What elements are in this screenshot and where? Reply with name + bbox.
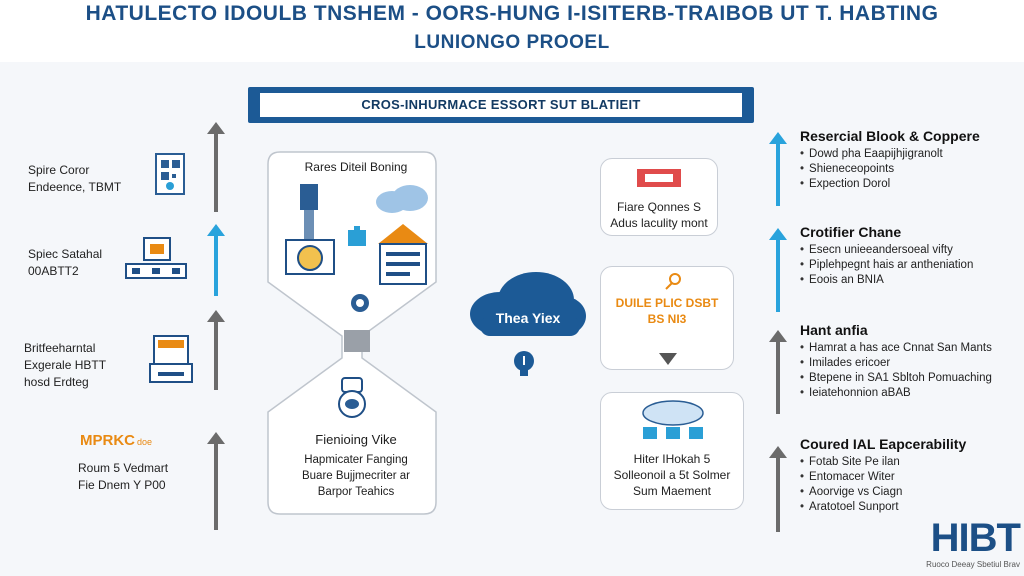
mid-card-2-line-2: BS NI3 [647, 312, 687, 326]
left-item-3: Britfeeharntal Exgerale HBTT hosd Erdteg [24, 340, 148, 391]
right-section-1-item: Shieneceopoints [800, 162, 1020, 177]
right-section-2-item: Eoois an BNIA [800, 273, 1020, 288]
left-item-3-line-1: Britfeeharntal [24, 341, 96, 355]
right-section-1-title: Resercial Blook & Coppere [800, 128, 980, 144]
right-section-2-title: Crotifier Chane [800, 224, 902, 240]
building-icon [124, 236, 188, 282]
hourglass-bottom-line-3: Barpor Teahics [317, 486, 395, 498]
mid-card-1: Fiare Qonnes S Adus laculity mont [600, 158, 718, 236]
right-section-2-item: Piplehpegnt hais ar antheniation [800, 258, 1020, 273]
mid-card-3-line-1: Hiter IHokah 5 [633, 452, 711, 466]
right-section-3-item: Ieiatehonnion aBAB [800, 386, 1020, 401]
mid-card-1-line-2: Adus laculity mont [610, 216, 708, 230]
right-section-2-item: Esecn unieeandersoeal vifty [800, 243, 1020, 258]
hourglass-bottom-line-2: Buare Bujjmecriter ar [301, 470, 410, 482]
hourglass-bottom-title: Fienioing Vike [315, 432, 397, 447]
page-subtitle: LUNIONGO PROOEL [414, 32, 610, 53]
right-section-4-title: Coured IAL Eapcerability [800, 436, 967, 452]
up-arrow-icon [206, 310, 226, 390]
right-section-1-item: Dowd pha Eaapijhjigranolt [800, 147, 1020, 162]
page-header: HATULECTO IDOULB TNSHEM - OORS-HUNG I-IS… [0, 0, 1024, 62]
up-arrow-icon [768, 446, 788, 532]
hourglass-bottom-text: Hapmicater Fanging Buare Bujjmecriter ar… [282, 452, 430, 500]
section-banner: CROS-INHURMACE ESSORT SUT BLATIEIT [248, 87, 754, 123]
right-section-3-item: Hamrat a has ace Cnnat San Mants [800, 341, 1020, 356]
right-section-3-item: Imilades ericoer [800, 356, 1020, 371]
left-item-2-line-2: 00ABTT2 [28, 264, 79, 278]
brand-logo: HIBT [930, 516, 1021, 560]
mid-card-3-line-3: Sum Maement [632, 484, 712, 498]
signboard-icon [635, 167, 683, 189]
mid-card-1-line-1: Fiare Qonnes S [616, 200, 702, 214]
right-section-2: Crotifier Chane Esecn unieeandersoeal vi… [800, 224, 1020, 288]
cloud-icon [372, 184, 434, 214]
page-title: HATULECTO IDOULB TNSHEM - OORS-HUNG I-IS… [85, 2, 939, 25]
right-section-4: Coured IAL Eapcerability Fotab Site Pe i… [800, 436, 1020, 515]
left-item-2-line-1: Spiec Satahal [28, 247, 103, 261]
mprk-logo-text: MPRKC [80, 432, 135, 449]
left-item-4-line-1: Roum 5 Vedmart [78, 461, 169, 475]
up-arrow-icon [768, 132, 788, 206]
up-arrow-icon [768, 228, 788, 312]
mid-card-3: Hiter IHokah 5 Solleonoil a 5t Solmer Su… [600, 392, 744, 510]
up-arrow-icon [768, 330, 788, 414]
right-section-4-item: Fotab Site Pe ilan [800, 455, 1020, 470]
gear-icon [346, 290, 374, 316]
robot-arm-icon [282, 178, 338, 278]
printer-icon [148, 332, 194, 390]
right-section-4-item: Entomacer Witer [800, 470, 1020, 485]
right-section-4-item: Aoorvige vs Ciagn [800, 485, 1020, 500]
mid-card-2: DUILE PLIC DSBT BS NI3 [600, 266, 734, 370]
cloud-label: Thea Yiex [495, 310, 561, 326]
right-section-3-item: Btepene in SA1 Sbltoh Pomuaching [800, 371, 1020, 386]
right-section-1-item: Expection Dorol [800, 177, 1020, 192]
right-section-4-item: Aratotoel Sunport [800, 500, 1020, 515]
hourglass-top-label: Rares Diteil Boning [304, 160, 408, 174]
left-item-2: Spiec Satahal 00ABTT2 [28, 246, 148, 280]
mid-card-3-line-2: Solleonoil a 5t Solmer [613, 468, 731, 482]
mprk-logo-suffix: doe [137, 437, 153, 447]
cloud-network-icon [637, 399, 709, 445]
left-item-1-line-1: Spire Coror [28, 163, 90, 177]
center-cloud-shape [470, 272, 586, 336]
house-document-icon [374, 220, 432, 286]
right-section-3-title: Hant anfia [800, 322, 868, 338]
lightbulb-icon [512, 350, 536, 378]
right-section-3: Hant anfia Hamrat a has ace Cnnat San Ma… [800, 322, 1020, 401]
left-item-3-line-2: Exgerale HBTT [24, 358, 107, 372]
hourglass-bottom-line-1: Hapmicater Fanging [304, 454, 408, 466]
up-arrow-icon [206, 122, 226, 212]
left-item-1-line-2: Endeence, TBMT [28, 180, 122, 194]
left-item-3-line-3: hosd Erdteg [24, 375, 89, 389]
brand-tagline: Ruoco Deeay Sbetiul Brav [926, 560, 1020, 569]
down-triangle-icon [659, 353, 677, 365]
banner-label: CROS-INHURMACE ESSORT SUT BLATIEIT [260, 93, 742, 117]
robot-icon [332, 376, 372, 420]
left-item-4-line-2: Fie Dnem Y P00 [78, 478, 166, 492]
puzzle-icon [346, 226, 370, 248]
mid-card-2-line-1: DUILE PLIC DSBT [615, 296, 719, 310]
qr-document-icon [154, 152, 186, 196]
left-item-1: Spire Coror Endeence, TBMT [28, 162, 148, 196]
up-arrow-icon [206, 432, 226, 530]
right-section-1: Resercial Blook & Coppere Dowd pha Eaapi… [800, 128, 1020, 192]
up-arrow-icon [206, 224, 226, 296]
pin-icon [663, 273, 683, 291]
left-item-4: Roum 5 Vedmart Fie Dnem Y P00 [78, 460, 208, 494]
